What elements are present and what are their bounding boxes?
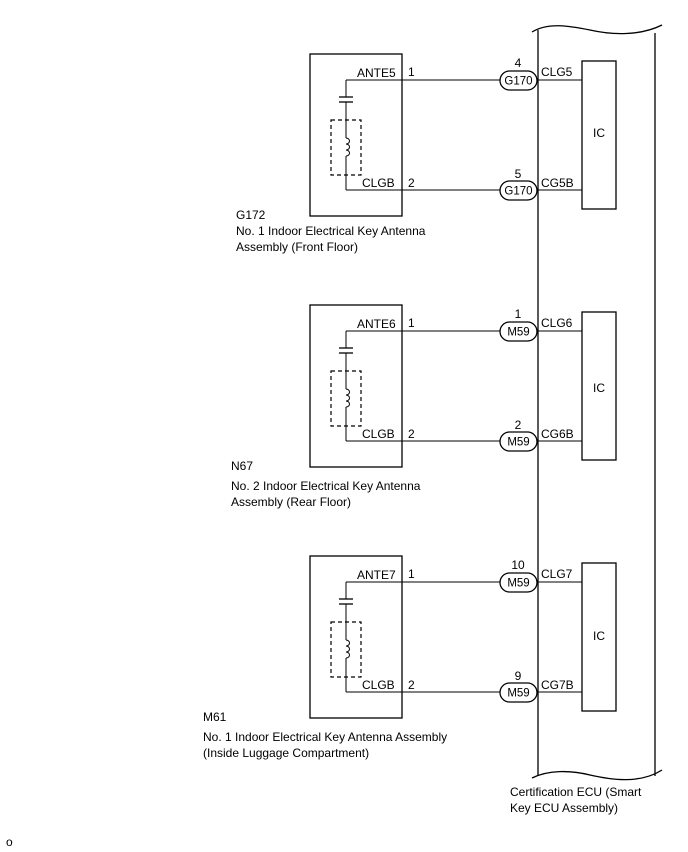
assembly-name-line1: No. 1 Indoor Electrical Key Antenna (236, 224, 426, 238)
connector-bottom-oval (499, 682, 538, 703)
terminal-name-bottom: CLGB (362, 427, 395, 441)
assembly-name-line2: Assembly (Rear Floor) (231, 495, 352, 509)
assembly-label-3: M61 No. 1 Indoor Electrical Key Antenna … (203, 709, 447, 761)
terminal-pin-bottom: 2 (408, 678, 415, 692)
connector-top-oval (499, 572, 538, 593)
terminal-name-top: ANTE7 (357, 568, 396, 582)
connector-code-top: M59 (507, 578, 529, 590)
signal-top: CLG6 (541, 316, 573, 330)
ic-label: IC (593, 629, 605, 643)
terminal-pin-top: 1 (408, 316, 415, 330)
connector-pin-bottom: 5 (515, 167, 522, 181)
connector-code-bottom: M59 (507, 688, 529, 700)
connector-pin-bottom: 2 (515, 418, 522, 432)
circuit-group-3: ANTE7 1 CLGB 2 M59 M59 10 9 CLG7 CG7B IC (309, 555, 617, 719)
antenna-assembly-box (309, 304, 403, 468)
signal-bottom: CG7B (541, 678, 574, 692)
ic-label: IC (593, 126, 605, 140)
ecu-label: Certification ECU (Smart Key ECU Assembl… (510, 784, 641, 816)
assembly-name-line2: (Inside Luggage Compartment) (203, 746, 370, 760)
circuit-group-2: ANTE6 1 CLGB 2 M59 M59 1 2 CLG6 CG6B IC (309, 304, 617, 468)
footer-mark: o (6, 835, 13, 849)
ecu-top-edge (531, 24, 663, 35)
terminal-name-bottom: CLGB (362, 678, 395, 692)
ic-box (581, 311, 617, 461)
terminal-name-top: ANTE5 (357, 66, 396, 80)
connector-code-top: M59 (507, 327, 529, 339)
assembly-label-2: N67 No. 2 Indoor Electrical Key Antenna … (231, 458, 420, 510)
ecu-label-line1: Certification ECU (Smart (510, 785, 642, 799)
connector-code-bottom: G170 (504, 186, 532, 198)
terminal-pin-top: 1 (408, 65, 415, 79)
terminal-name-bottom: CLGB (362, 176, 395, 190)
assembly-name-line1: No. 1 Indoor Electrical Key Antenna Asse… (203, 730, 448, 744)
connector-bottom-oval (499, 431, 538, 452)
signal-top: CLG5 (541, 65, 573, 79)
connector-pin-top: 4 (515, 56, 522, 70)
coil-icon (345, 137, 350, 157)
terminal-pin-bottom: 2 (408, 427, 415, 441)
terminal-pin-bottom: 2 (408, 176, 415, 190)
connector-pin-top: 10 (511, 558, 525, 572)
assembly-name-line2: Assembly (Front Floor) (236, 240, 359, 254)
connector-pin-bottom: 9 (515, 669, 522, 683)
signal-bottom: CG6B (541, 427, 574, 441)
connector-bottom-oval (499, 180, 538, 201)
assembly-code: M61 (203, 710, 227, 724)
connector-top-oval (499, 70, 538, 91)
connector-code-bottom: M59 (507, 437, 529, 449)
antenna-assembly-box (309, 53, 403, 217)
antenna-assembly-box (309, 555, 403, 719)
terminal-name-top: ANTE6 (357, 317, 396, 331)
assembly-code: N67 (231, 459, 254, 473)
circuit-group-1: ANTE5 1 CLGB 2 G170 G170 4 5 CLG5 CG5B I… (309, 53, 617, 217)
terminal-pin-top: 1 (408, 567, 415, 581)
connector-pin-top: 1 (515, 307, 522, 321)
ic-label: IC (593, 381, 605, 395)
ic-box (581, 562, 617, 712)
connector-code-top: G170 (504, 76, 532, 88)
assembly-code: G172 (236, 208, 266, 222)
signal-top: CLG7 (541, 567, 573, 581)
coil-icon (345, 388, 350, 408)
signal-bottom: CG5B (541, 176, 574, 190)
ecu-bottom-edge (531, 769, 663, 781)
ic-box (581, 60, 617, 210)
ecu-label-line2: Key ECU Assembly) (510, 801, 619, 815)
assembly-label-1: G172 No. 1 Indoor Electrical Key Antenna… (236, 207, 425, 255)
connector-top-oval (499, 321, 538, 342)
assembly-name-line1: No. 2 Indoor Electrical Key Antenna (231, 479, 421, 493)
coil-icon (345, 639, 350, 659)
